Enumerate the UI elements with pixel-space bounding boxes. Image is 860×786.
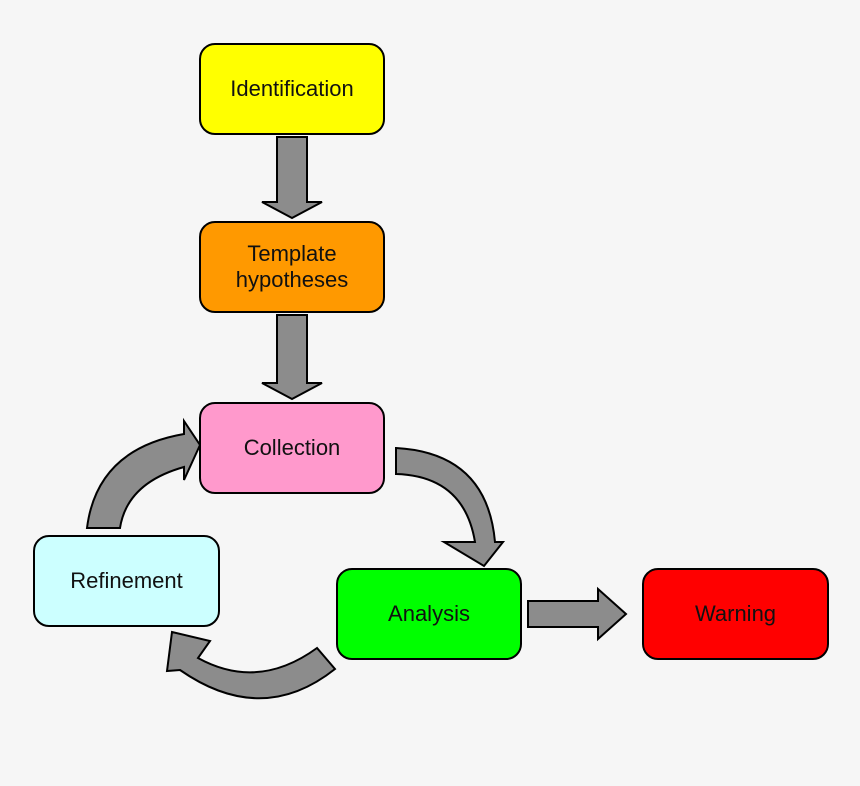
arrow-analysis-to-refinement: [165, 630, 337, 700]
warning-node: Warning: [642, 568, 829, 660]
collection-node: Collection: [199, 402, 385, 494]
arrow-analysis-to-warning: [527, 586, 628, 642]
collection-label: Collection: [243, 434, 341, 460]
identification-node: Identification: [199, 43, 385, 135]
warning-label: Warning: [694, 600, 777, 626]
template-hypotheses-label: Template hypotheses: [235, 240, 349, 292]
arrow-identification-to-template: [261, 136, 323, 220]
template-hypotheses-node: Template hypotheses: [199, 221, 385, 313]
arrow-template-to-collection: [261, 314, 323, 401]
analysis-node: Analysis: [336, 568, 522, 660]
analysis-label: Analysis: [388, 600, 470, 626]
identification-label: Identification: [230, 75, 354, 101]
refinement-node: Refinement: [33, 535, 220, 627]
arrow-collection-to-analysis: [395, 446, 506, 568]
arrow-refinement-to-collection: [85, 417, 202, 529]
refinement-label: Refinement: [70, 567, 183, 593]
